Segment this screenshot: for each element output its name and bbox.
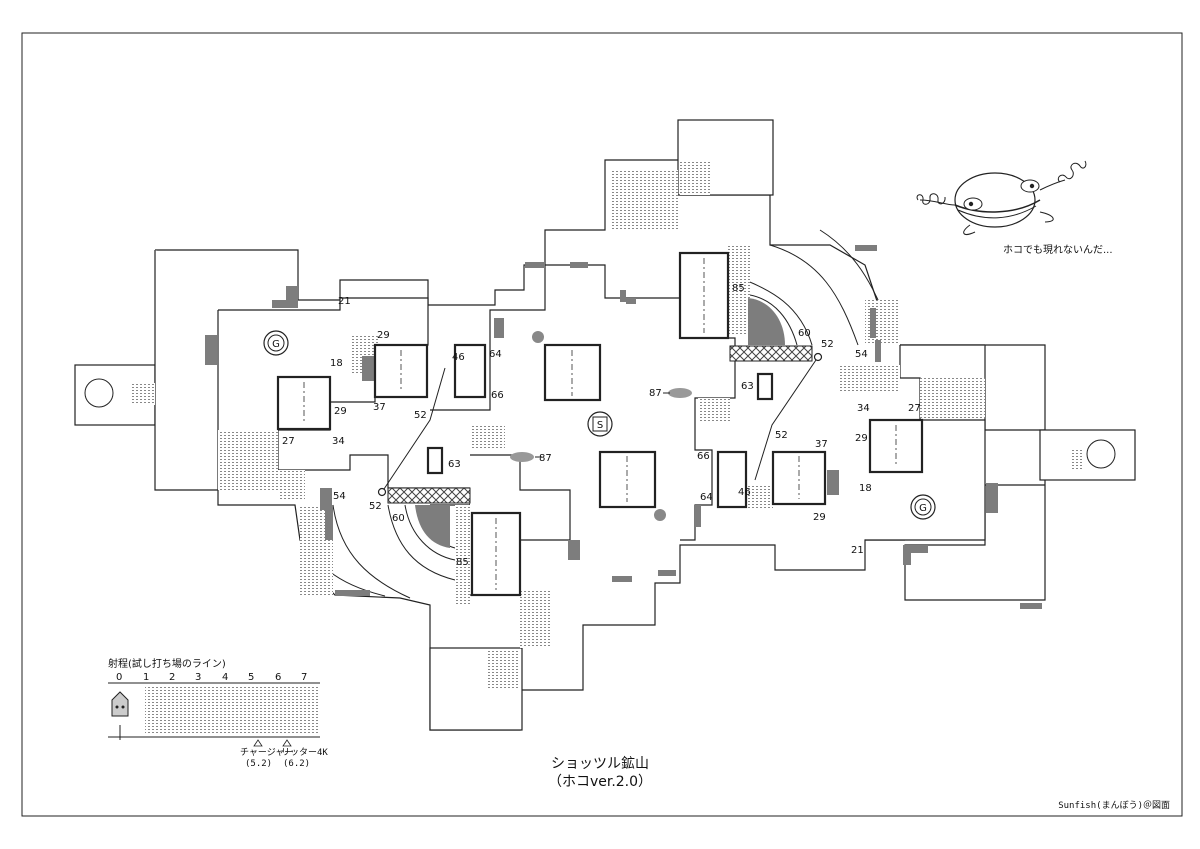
range-tick: 7 (301, 672, 307, 683)
goal-left-label: G (272, 339, 280, 350)
height-label: 60 (798, 328, 811, 339)
height-label: 52 (369, 501, 382, 512)
page-frame (21, 32, 1183, 817)
range-tick: 4 (222, 672, 228, 683)
rainmaker-spawn-label: S (597, 420, 603, 431)
height-label: 46 (738, 487, 751, 498)
height-label: 54 (333, 491, 346, 502)
height-labels-left: 21 29 18 46 64 66 37 29 27 34 52 63 87 5… (282, 296, 552, 568)
height-label: 66 (491, 390, 504, 401)
crate-arrows (303, 258, 897, 590)
range-ticks: 0 1 2 3 4 5 6 7 (116, 672, 307, 683)
height-label: 64 (700, 492, 713, 503)
marker-litre-value: (6.2) (283, 759, 310, 769)
height-label: 66 (697, 451, 710, 462)
range-tick: 1 (143, 672, 149, 683)
height-label: 21 (851, 545, 864, 556)
height-label: 54 (855, 349, 868, 360)
height-label: 63 (741, 381, 754, 392)
height-label: 29 (334, 406, 347, 417)
height-label: 63 (448, 459, 461, 470)
goal-left: G (263, 330, 289, 356)
range-tick: 6 (275, 672, 281, 683)
grate-right (729, 345, 813, 362)
range-legend: 射程(試し打ち場のライン) 0 1 2 3 4 5 6 7 チャージャー (5.… (108, 657, 328, 769)
map-title: ショッツル鉱山 (551, 755, 649, 772)
range-tick: 0 (116, 672, 122, 683)
stair-block-right (748, 298, 785, 345)
height-label: 18 (859, 483, 872, 494)
grapple-lines (377, 352, 823, 497)
goal-right-label: G (919, 503, 927, 514)
height-label: 60 (392, 513, 405, 524)
height-label: 27 (908, 403, 921, 414)
credit-text: Sunfish(まんぼう)＠図面 (1058, 800, 1170, 811)
range-tick: 3 (195, 672, 201, 683)
height-label: 27 (282, 436, 295, 447)
height-label: 52 (821, 339, 834, 350)
height-label: 87 (649, 388, 662, 399)
height-label: 85 (732, 283, 745, 294)
wall-blocks (205, 245, 1042, 609)
range-tick: 5 (248, 672, 254, 683)
height-label: 29 (377, 330, 390, 341)
range-legend-title: 射程(試し打ち場のライン) (108, 657, 226, 670)
stage-outline (74, 119, 1136, 731)
marker-charger-name: チャージャー (240, 747, 293, 758)
height-label: 52 (414, 410, 427, 421)
height-label: 29 (855, 433, 868, 444)
pillar (654, 509, 666, 521)
mascot-illustration (916, 160, 1087, 235)
height-label: 29 (813, 512, 826, 523)
height-label: 21 (338, 296, 351, 307)
height-label: 37 (815, 439, 828, 450)
height-label: 64 (489, 349, 502, 360)
pillar (532, 331, 544, 343)
height-label: 37 (373, 402, 386, 413)
height-label: 87 (539, 453, 552, 464)
grate-left (387, 487, 471, 504)
height-label: 46 (452, 352, 465, 363)
height-label: 52 (775, 430, 788, 441)
capsule-marker (668, 388, 692, 398)
stair-block-left (415, 505, 450, 548)
height-label: 18 (330, 358, 343, 369)
height-labels-right: 85 60 52 54 87 63 34 27 52 37 29 66 46 6… (649, 283, 921, 556)
height-label: 34 (332, 436, 345, 447)
height-label: 85 (456, 557, 469, 568)
marker-litre-name: リッター4K (281, 747, 328, 758)
capsule-marker (510, 452, 534, 462)
height-label: 34 (857, 403, 870, 414)
mascot-speech: ホコでも現れないんだ... (1003, 244, 1113, 256)
rainmaker-spawn: S (587, 411, 613, 437)
range-tick: 2 (169, 672, 175, 683)
map-subtitle: （ホコver.2.0） (548, 774, 652, 790)
goal-right: G (910, 494, 936, 520)
marker-charger-value: (5.2) (245, 759, 272, 769)
